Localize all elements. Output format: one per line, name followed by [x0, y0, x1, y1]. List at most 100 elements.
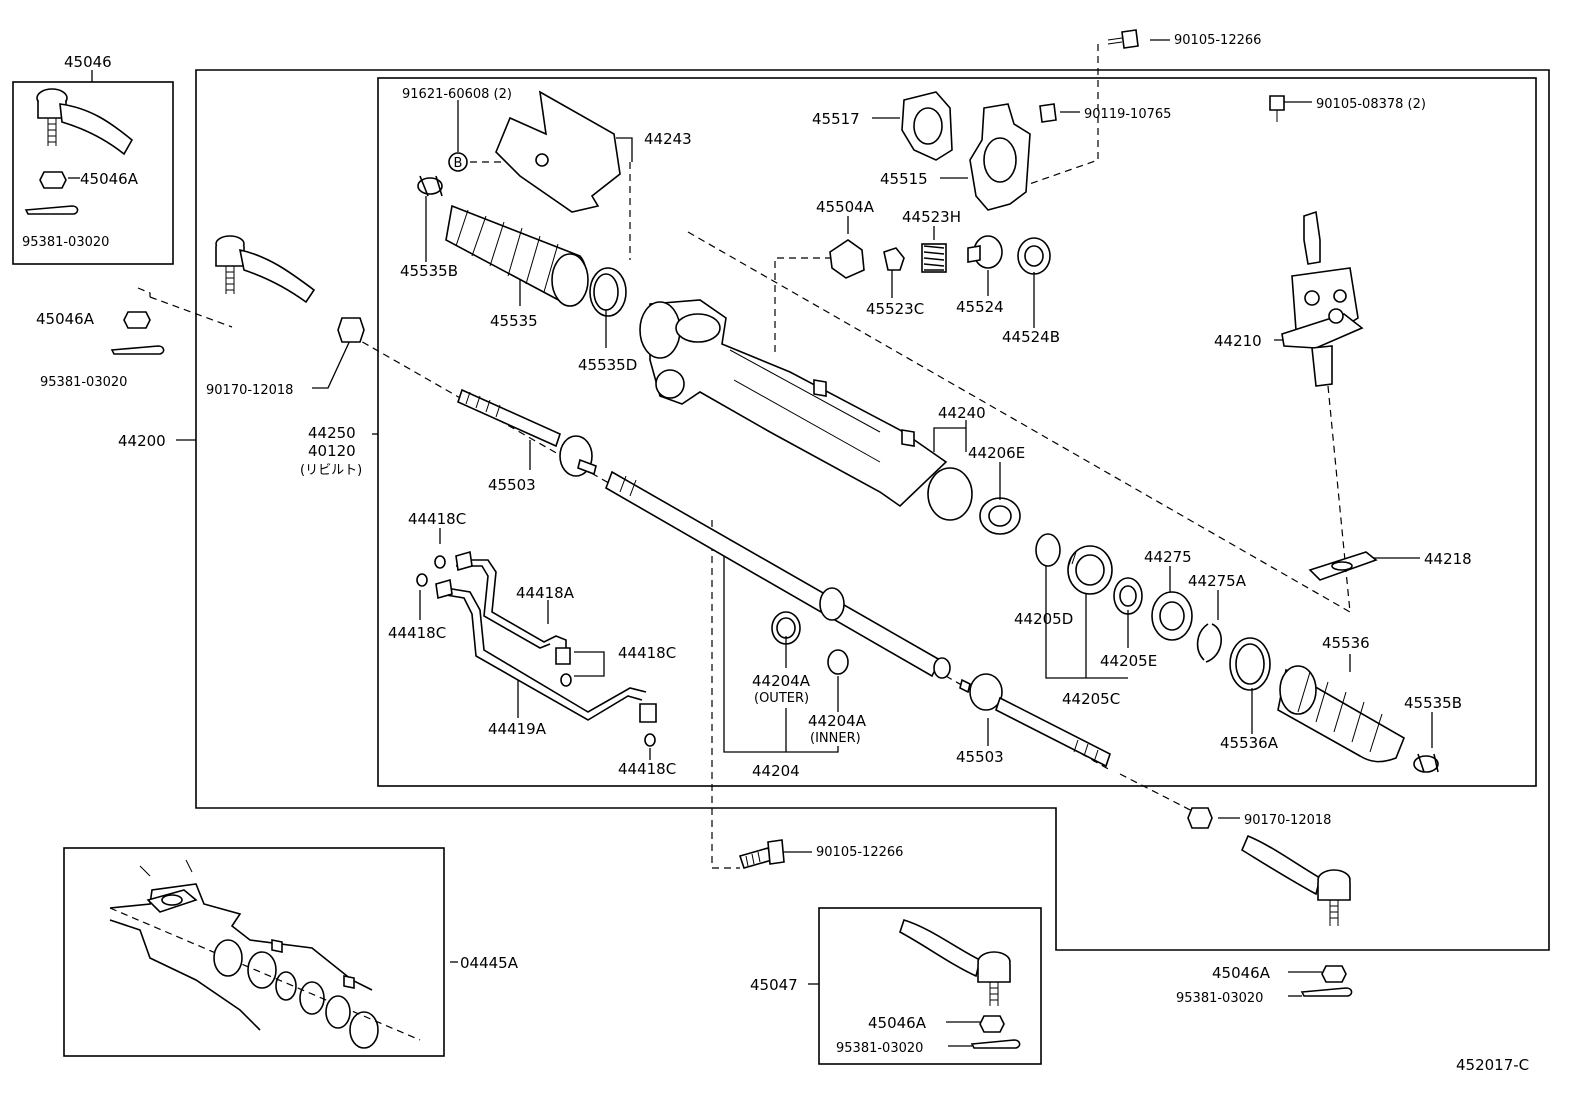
- cotter-pin-45047-part: [970, 1039, 1021, 1049]
- dash-top-bolt: [1017, 44, 1099, 189]
- label-44418C-3: 44418C: [618, 644, 676, 662]
- bolt-90105-08378-part: [1269, 95, 1285, 122]
- label-44250: 44250: [308, 424, 356, 442]
- label-90105-bottom: 90105-12266: [816, 845, 903, 860]
- nut-right-part: [1321, 965, 1347, 983]
- label-90170-left: 90170-12018: [206, 383, 293, 398]
- dash-04445A-axis: [109, 907, 421, 1041]
- rack-housing-part: [639, 299, 973, 521]
- label-45047: 45047: [750, 976, 798, 994]
- circle-b-label: B: [454, 156, 463, 171]
- label-45046A-tl: 45046A: [80, 170, 139, 188]
- cotter-pin-part: [24, 205, 79, 215]
- boot-clamp-right-part: [1413, 753, 1439, 773]
- label-45503-bottom: 45503: [956, 748, 1004, 766]
- inner-tie-rod-top-part: [457, 388, 597, 477]
- clamp-45517-part: [901, 91, 953, 161]
- label-diagram-id: 452017-C: [1456, 1056, 1529, 1074]
- bushing-44205C-part: [1067, 545, 1113, 595]
- seal-inner-part: [827, 649, 849, 675]
- pressure-tube-44418A-part: [455, 550, 571, 665]
- dash-housing-right: [687, 231, 1351, 613]
- label-44275A: 44275A: [1188, 572, 1247, 590]
- gasket-44218-part: [1308, 551, 1378, 581]
- spring-44523H-part: [921, 243, 947, 273]
- label-95381-box: 95381-03020: [836, 1041, 923, 1056]
- bolt-90119-part: [1039, 103, 1057, 123]
- pressure-tube-44419A-part: [435, 578, 657, 723]
- label-90119: 90119-10765: [1084, 107, 1171, 122]
- o-ring-44205D-part: [1035, 533, 1061, 567]
- seal-outer-part: [771, 611, 801, 645]
- nut-part: [39, 171, 67, 189]
- clamp-45536A-part: [1229, 637, 1271, 691]
- label-90170-right: 90170-12018: [1244, 813, 1331, 828]
- label-44243: 44243: [644, 130, 692, 148]
- dash-axis-tie-rod: [149, 296, 233, 328]
- label-45536A: 45536A: [1220, 734, 1279, 752]
- tie-rod-end-part: [36, 88, 134, 156]
- inner-tie-rod-bottom-part: [959, 673, 1111, 768]
- label-45504A: 45504A: [816, 198, 875, 216]
- nut-45047-part: [979, 1015, 1005, 1033]
- label-45503-top: 45503: [488, 476, 536, 494]
- label-04445A: 04445A: [460, 954, 519, 972]
- dash-45504A: [774, 257, 830, 352]
- left-cotter-pin-part: [110, 345, 165, 355]
- label-44204A-outer: 44204A: [752, 672, 811, 690]
- left-nut-part: [123, 311, 151, 329]
- label-44205E: 44205E: [1100, 652, 1157, 670]
- label-90105-top: 90105-12266: [1174, 33, 1261, 48]
- label-44240: 44240: [938, 404, 986, 422]
- lock-nut-left-part: [337, 317, 365, 343]
- label-45535D: 45535D: [578, 356, 637, 374]
- seal-44206E-part: [979, 497, 1021, 535]
- label-44218: 44218: [1424, 550, 1472, 568]
- label-44204A-inner: 44204A: [808, 712, 867, 730]
- label-44418A: 44418A: [516, 584, 575, 602]
- label-44210: 44210: [1214, 332, 1262, 350]
- bolt-bottom-part: [738, 839, 785, 869]
- label-90105-right: 90105-08378 (2): [1316, 97, 1426, 112]
- label-45523C: 45523C: [866, 300, 924, 318]
- tie-rod-end-45047-part: [899, 919, 1011, 1006]
- parts: B: [24, 29, 1439, 1049]
- label-45046: 45046: [64, 53, 112, 71]
- label-95381-left: 95381-03020: [40, 375, 127, 390]
- label-45524: 45524: [956, 298, 1004, 316]
- snap-ring-44275A-part: [1196, 623, 1222, 663]
- label-45517: 45517: [812, 110, 860, 128]
- cotter-pin-right-part: [1300, 987, 1353, 997]
- dash-bottom-bolt: [711, 520, 740, 869]
- dash-axis-right: [1119, 773, 1201, 816]
- label-44418C-4: 44418C: [618, 760, 676, 778]
- frame-45047: [818, 907, 1042, 1065]
- label-45535B-top: 45535B: [400, 262, 458, 280]
- circle-b-marker: B: [448, 152, 468, 172]
- frames: [12, 69, 1550, 1065]
- label-44418C-1: 44418C: [408, 510, 466, 528]
- label-40120-note: (リビルト): [300, 463, 362, 478]
- label-44204A-inner-note: (INNER): [810, 731, 861, 746]
- cap-45524-part: [967, 235, 1003, 269]
- label-44418C-2: 44418C: [388, 624, 446, 642]
- right-tie-rod-end-part: [1187, 807, 1351, 926]
- label-45515: 45515: [880, 170, 928, 188]
- rack-bar-part: [605, 470, 951, 679]
- label-91621: 91621-60608 (2): [402, 87, 512, 102]
- frame-inner-assembly: [377, 77, 1537, 787]
- dust-shield-part: [495, 90, 621, 213]
- kit-04445A-part: [109, 859, 379, 1049]
- dash-axis-left: [137, 287, 151, 297]
- seal-44205E-part: [1113, 577, 1143, 615]
- label-45536: 45536: [1322, 634, 1370, 652]
- bolt-top-part: [1107, 29, 1139, 49]
- o-rings-part: [416, 555, 656, 747]
- nut-45523C-part: [883, 247, 905, 271]
- clamp-45535D-part: [589, 267, 627, 317]
- label-44205C: 44205C: [1062, 690, 1120, 708]
- label-44205D: 44205D: [1014, 610, 1073, 628]
- boot-left-part: [445, 204, 589, 307]
- leader-lines: [68, 39, 1433, 1047]
- label-95381-tl: 95381-03020: [22, 235, 109, 250]
